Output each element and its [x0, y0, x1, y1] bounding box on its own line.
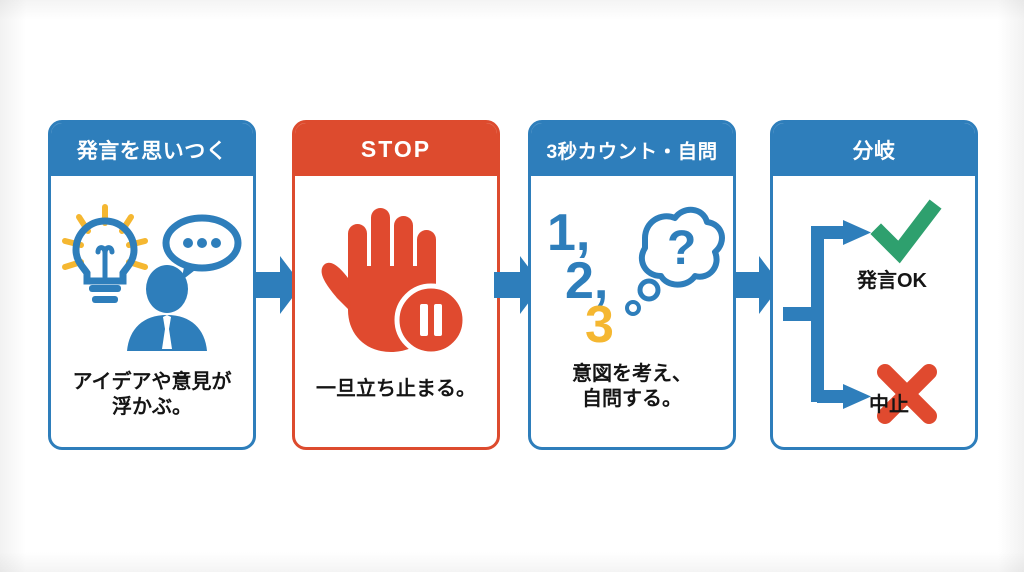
- step-card-idea[interactable]: 発言を思いつく: [48, 120, 256, 450]
- idea-illustration: [62, 203, 242, 351]
- count-number-1: 1,: [547, 204, 590, 262]
- count-number-2: 2,: [565, 252, 608, 310]
- branch-illustration: [783, 199, 942, 424]
- thought-cloud-question-icon: ?: [625, 207, 725, 317]
- check-icon: [870, 199, 942, 264]
- step-card-count[interactable]: 3秒カウント・自問 1, 2, 3 ? 意図を考: [528, 120, 736, 450]
- branch-fork-icon: [783, 220, 871, 409]
- count-number-3: 3: [585, 296, 614, 349]
- step-card-count-caption: 意図を考え、 自問する。: [572, 362, 692, 411]
- step-card-count-header: 3秒カウント・自問: [531, 123, 733, 176]
- branch-label-ok: 発言OK: [857, 270, 927, 292]
- right-arrow-icon: [733, 256, 781, 314]
- step-card-branch-header: 分岐: [773, 123, 975, 176]
- pause-badge-icon: [394, 283, 468, 357]
- step-card-idea-caption: アイデアや意見が 浮かぶ。: [72, 370, 232, 419]
- branch-diagram: 発言OK 中止: [773, 176, 975, 447]
- step-card-stop-icons: [295, 176, 497, 377]
- step-card-stop-caption: 一旦立ち止まる。: [316, 378, 476, 401]
- step-card-idea-body: アイデアや意見が 浮かぶ。: [51, 176, 253, 447]
- step-card-stop-body: 一旦立ち止まる。: [295, 176, 497, 447]
- step-card-stop-header: STOP: [295, 123, 497, 176]
- speech-bubble-icon: [162, 214, 242, 281]
- step-card-branch[interactable]: 分岐: [770, 120, 978, 450]
- step-card-idea-header: 発言を思いつく: [51, 123, 253, 176]
- step-card-count-icons: 1, 2, 3 ?: [531, 176, 733, 362]
- cross-icon: [877, 364, 937, 424]
- person-icon: [127, 264, 207, 351]
- step-card-branch-body: 発言OK 中止: [773, 176, 975, 447]
- step-card-idea-icons: [51, 176, 253, 370]
- lightbulb-icon: [72, 217, 138, 303]
- step-card-stop[interactable]: STOP: [292, 120, 500, 450]
- count-and-question-illustration: 1, 2, 3 ?: [547, 204, 725, 349]
- lightbulb-rays-icon: [62, 203, 148, 270]
- svg-text:?: ?: [667, 222, 696, 275]
- step-card-count-body: 1, 2, 3 ? 意図を考え、 自問する。: [531, 176, 733, 447]
- connector-arrow-3: [733, 252, 781, 318]
- branch-label-stop: 中止: [869, 394, 909, 416]
- right-arrow-icon: [254, 256, 302, 314]
- stop-illustration: [321, 207, 468, 357]
- connector-arrow-1: [254, 252, 302, 318]
